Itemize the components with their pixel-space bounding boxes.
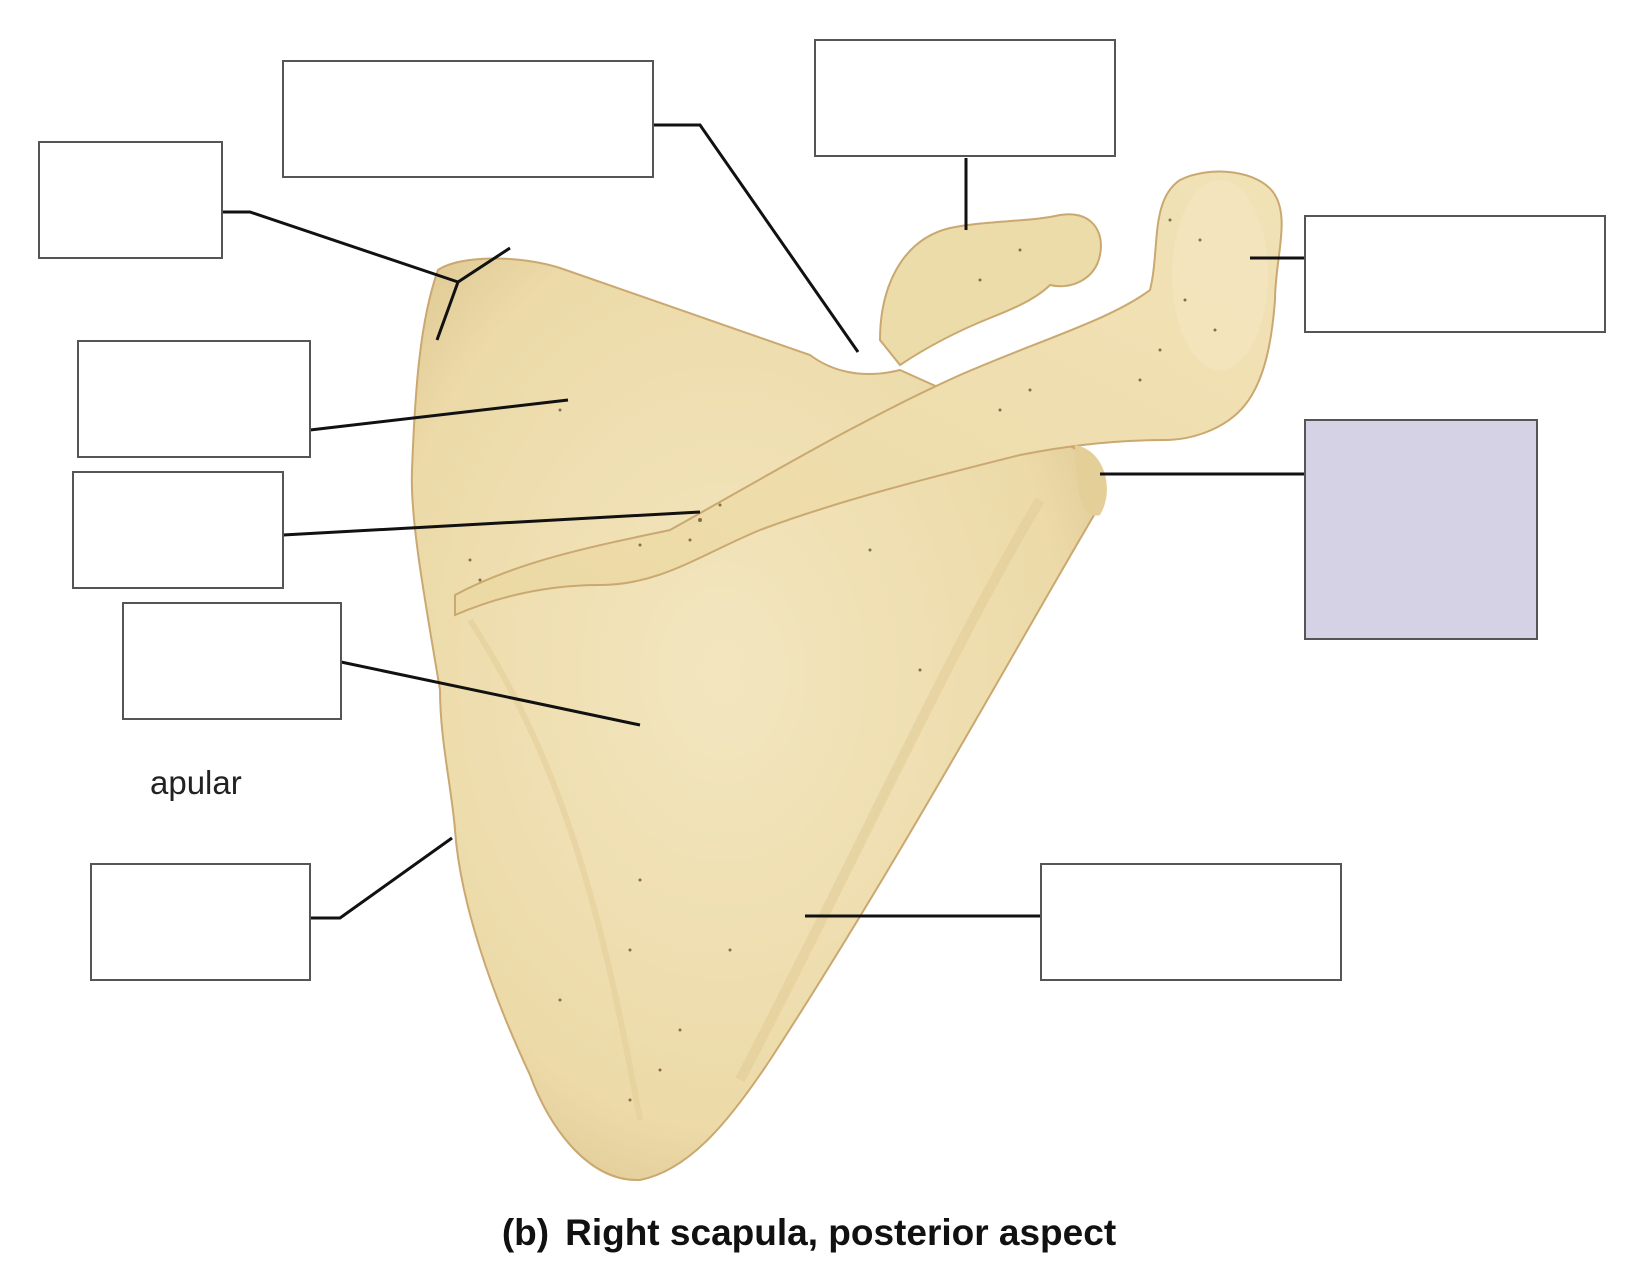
coracoid-process xyxy=(878,213,1102,367)
label-box-supraspinous-fossa[interactable] xyxy=(77,340,311,458)
label-box-acromion[interactable] xyxy=(1304,215,1606,333)
label-box-superior-angle[interactable] xyxy=(38,141,223,259)
label-box-lateral-border[interactable] xyxy=(1040,863,1342,981)
bone-pores xyxy=(468,218,1217,1102)
acromion xyxy=(1172,180,1268,370)
infraspinous-contour xyxy=(467,618,643,1121)
leader-suprascapular-notch xyxy=(652,123,860,353)
leader-lines xyxy=(222,123,1305,920)
label-box-spine[interactable] xyxy=(72,471,284,589)
caption-title: Right scapula, posterior aspect xyxy=(565,1212,1117,1253)
leader-medial-border xyxy=(310,836,453,920)
caption-part-letter: (b) xyxy=(501,1212,550,1253)
leader-supraspinous-fossa xyxy=(309,398,569,432)
label-box-glenoid-cavity[interactable] xyxy=(1304,419,1538,640)
leader-spine xyxy=(282,510,701,537)
figure-caption: (b) Right scapula, posterior aspect xyxy=(0,1212,1638,1254)
leader-superior-angle xyxy=(222,210,459,284)
lateral-border-contour xyxy=(735,497,1045,1083)
leader-infraspinous-fossa xyxy=(340,660,641,727)
glenoid-cavity xyxy=(1075,445,1107,516)
partial-label-text: apular xyxy=(150,764,242,801)
label-box-infraspinous-fossa[interactable] xyxy=(122,602,342,720)
label-box-coracoid-process[interactable] xyxy=(814,39,1116,157)
leader-superior-angle-fork-a xyxy=(457,246,511,284)
label-box-suprascapular-notch[interactable] xyxy=(282,60,654,178)
leader-superior-angle-fork-b xyxy=(435,281,460,341)
label-box-medial-border[interactable] xyxy=(90,863,311,981)
